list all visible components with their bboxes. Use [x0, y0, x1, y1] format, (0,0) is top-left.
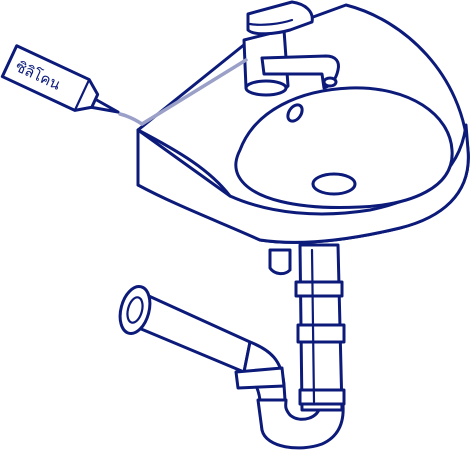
silicone-tube-icon: ซิลิโคน [2, 46, 118, 117]
sink-basin-icon [138, 5, 468, 242]
drain-icon [313, 174, 355, 194]
